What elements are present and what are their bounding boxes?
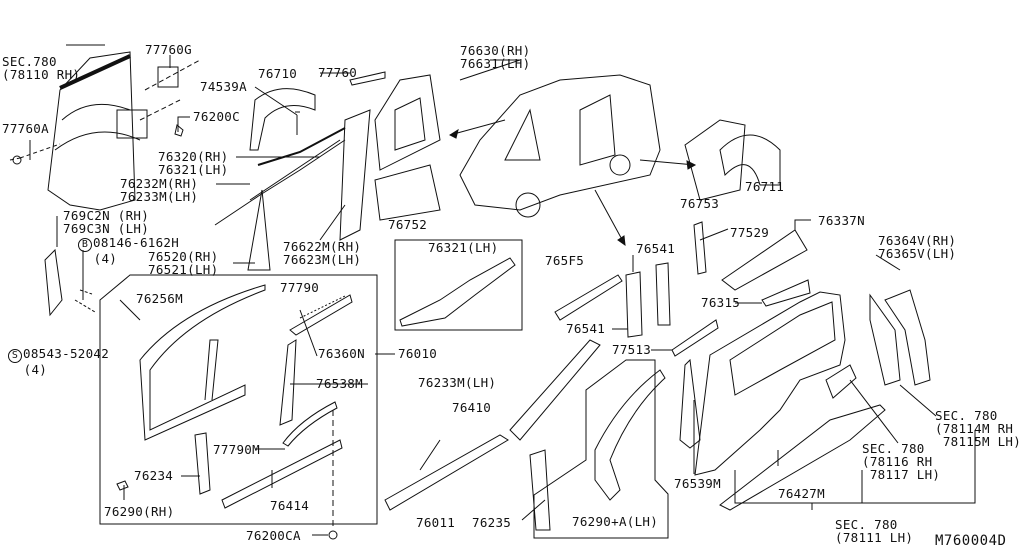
part-rear-side-outer	[694, 291, 846, 476]
label-76541-upper[interactable]: 76541	[636, 241, 676, 256]
label-sec780-78111[interactable]: SEC. 780(78111 LH)	[835, 518, 913, 544]
label-text: 08146-6162H	[93, 235, 180, 250]
label-76539M[interactable]: 76539M	[674, 476, 721, 491]
group-box-front-panel	[99, 274, 378, 525]
label-text: 78115M LH)	[935, 434, 1022, 449]
label-sec780-78114M[interactable]: SEC. 780(78114M RH 78115M LH)	[935, 409, 1021, 448]
label-sec780-78116[interactable]: SEC. 780(78116 RH 78117 LH)	[862, 442, 940, 481]
group-box-76321	[394, 239, 523, 331]
label-77760A[interactable]: 77760A	[2, 121, 49, 136]
label-77513[interactable]: 77513	[612, 342, 652, 357]
label-76753[interactable]: 76753	[680, 196, 720, 211]
label-text: (78111 LH)	[835, 530, 914, 545]
label-76538M[interactable]: 76538M	[316, 376, 363, 391]
label-text: SEC.780	[2, 54, 57, 69]
part-76710	[249, 88, 316, 151]
label-text: (78116 RH	[862, 454, 933, 469]
label-77760G[interactable]: 77760G	[145, 42, 192, 57]
label-text: 08543-52042	[23, 346, 110, 361]
bolt-symbol-icon: B	[78, 238, 92, 252]
van-illustration	[459, 74, 661, 211]
label-74539A[interactable]: 74539A	[200, 79, 247, 94]
label-76235[interactable]: 76235	[472, 515, 512, 530]
label-76233M-LH[interactable]: 76233M(LH)	[418, 375, 497, 390]
label-77790[interactable]: 77790	[280, 280, 320, 295]
label-text: 76233M(LH)	[120, 189, 199, 204]
label-text: (78114M RH	[935, 421, 1014, 436]
label-76711[interactable]: 76711	[745, 179, 785, 194]
label-qty: (4)	[93, 251, 118, 266]
label-text: (78110 RH)	[2, 67, 81, 82]
label-text: 76631(LH)	[460, 56, 531, 71]
label-text: 76520(RH)	[148, 249, 219, 264]
label-76752[interactable]: 76752	[388, 217, 428, 232]
label-76414[interactable]: 76414	[270, 498, 310, 513]
label-76200C[interactable]: 76200C	[193, 109, 240, 124]
label-76315[interactable]: 76315	[701, 295, 741, 310]
label-76364V-76365V[interactable]: 76364V(RH)76365V(LH)	[878, 234, 956, 260]
label-76321-box[interactable]: 76321(LH)	[428, 240, 499, 255]
label-text: SEC. 780	[835, 517, 898, 532]
label-qty: (4)	[23, 362, 48, 377]
label-77529[interactable]: 77529	[730, 225, 770, 240]
label-76630-76631[interactable]: 76630(RH)76631(LH)	[460, 44, 530, 70]
label-text: 76622M(RH)	[283, 239, 362, 254]
label-76232M-76233M[interactable]: 76232M(RH)76233M(LH)	[120, 177, 198, 203]
label-76541-lower[interactable]: 76541	[566, 321, 606, 336]
label-text: 76521(LH)	[148, 262, 219, 277]
label-text: 76320(RH)	[158, 149, 229, 164]
diagram-code: M760004D	[935, 533, 1007, 549]
label-text: 76364V(RH)	[878, 233, 957, 248]
label-77760[interactable]: 77760	[318, 65, 358, 80]
label-76410[interactable]: 76410	[452, 400, 492, 415]
label-76320-76321[interactable]: 76320(RH)76321(LH)	[158, 150, 228, 176]
label-76010[interactable]: 76010	[398, 346, 438, 361]
label-text: 76623M(LH)	[283, 252, 362, 267]
label-text: 76232M(RH)	[120, 176, 199, 191]
label-text: 78117 LH)	[862, 467, 941, 482]
label-76234[interactable]: 76234	[134, 468, 174, 483]
label-76520-76521[interactable]: 76520(RH)76521(LH)	[148, 250, 218, 276]
label-76200CA[interactable]: 76200CA	[246, 528, 301, 543]
label-text: 76630(RH)	[460, 43, 531, 58]
label-76290A[interactable]: 76290+A(LH)	[572, 514, 659, 529]
label-text: 76321(LH)	[158, 162, 229, 177]
label-text: SEC. 780	[935, 408, 998, 423]
label-text: 769C3N (LH)	[63, 221, 150, 236]
screw-symbol-icon: S	[8, 349, 22, 363]
part-rear-wheelhouse	[47, 51, 141, 211]
label-76337N[interactable]: 76337N	[818, 213, 865, 228]
label-sec780-78110[interactable]: SEC.780(78110 RH)	[2, 55, 80, 81]
label-text: 76365V(LH)	[878, 246, 957, 261]
label-769C2N-769C3N[interactable]: 769C2N (RH)769C3N (LH)	[63, 209, 149, 235]
label-76710[interactable]: 76710	[258, 66, 298, 81]
label-76360N[interactable]: 76360N	[318, 346, 365, 361]
label-text: 769C2N (RH)	[63, 208, 150, 223]
label-76256M[interactable]: 76256M	[136, 291, 183, 306]
part-76630	[374, 74, 441, 171]
label-765F5[interactable]: 765F5	[545, 253, 585, 268]
label-76427M[interactable]: 76427M	[778, 486, 825, 501]
label-76011[interactable]: 76011	[416, 515, 456, 530]
label-text: SEC. 780	[862, 441, 925, 456]
label-77790M[interactable]: 77790M	[213, 442, 260, 457]
label-76290[interactable]: 76290(RH)	[104, 504, 175, 519]
label-76622M-76623M[interactable]: 76622M(RH)76623M(LH)	[283, 240, 361, 266]
